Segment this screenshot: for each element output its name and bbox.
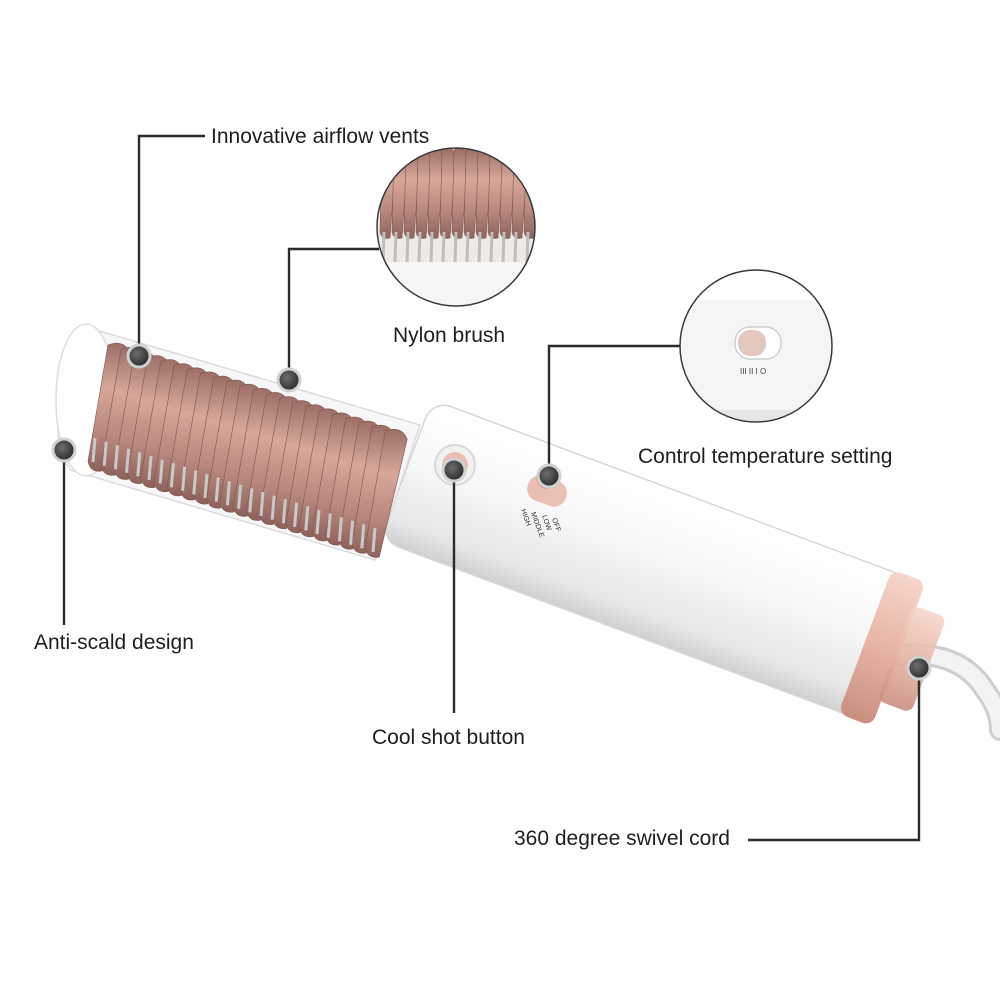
callout-swivel-cord: 360 degree swivel cord	[514, 827, 730, 850]
dot-antiscald	[51, 437, 77, 463]
dot-cord	[906, 655, 932, 681]
zoom-switch-marks: III II I O	[740, 367, 766, 376]
brush-pin	[349, 520, 355, 545]
brush-pin	[192, 470, 198, 495]
brush-pin	[91, 437, 97, 463]
zoom-brush-pin	[477, 231, 482, 263]
zoom-brush-pin	[489, 231, 494, 263]
zoom-bristle-rib	[523, 148, 535, 239]
brush-pin	[113, 445, 119, 470]
bristle-rib	[364, 429, 408, 558]
brush-pin	[136, 452, 142, 477]
switch-label-off: OFF	[550, 517, 561, 533]
brush-pin	[181, 466, 187, 491]
zoom-nylon-brush	[376, 147, 536, 307]
dot-nylon	[276, 367, 302, 393]
brush-pin	[293, 502, 299, 527]
brush-pin	[125, 448, 131, 473]
callout-dots	[51, 343, 932, 681]
leader-cord	[748, 668, 921, 842]
leader-airflow	[137, 134, 205, 356]
brush-pin	[371, 527, 377, 553]
zoom-brush-pin	[405, 231, 410, 263]
brush-pin	[315, 509, 321, 535]
brush-pin	[248, 488, 254, 513]
zoom-brush-pin	[441, 231, 446, 263]
zoom-temperature-switch: III II I O	[679, 269, 833, 423]
leader-lines	[62, 134, 921, 842]
brush-pin	[326, 513, 332, 538]
dot-airflow	[126, 343, 152, 369]
brush-pin	[337, 517, 343, 542]
callout-temperature-control: Control temperature setting	[638, 445, 893, 468]
brush-pin	[259, 491, 265, 517]
leader-control	[547, 344, 680, 476]
zoom-brush-pin	[513, 231, 518, 263]
zoom-brush-pin	[429, 231, 434, 263]
brush-pin	[281, 499, 287, 524]
brush-pin	[304, 506, 310, 531]
dot-coolshot	[441, 457, 467, 483]
zoom-brush-pin	[465, 231, 470, 263]
zoom-brush-pin	[393, 231, 398, 263]
leader-nylon	[287, 247, 379, 380]
zoom-brush-pin	[525, 231, 530, 263]
brush-pin	[169, 463, 175, 488]
brush-pin	[102, 441, 108, 466]
brush-pin	[270, 495, 276, 520]
zoom-brush-pin	[453, 231, 458, 263]
nylon-brush-bristles	[87, 342, 408, 558]
zoom-brush-pin	[417, 231, 422, 263]
brush-pin	[147, 455, 153, 481]
brush-pin	[203, 473, 209, 499]
zoom-brush-pin	[501, 231, 506, 263]
brush-pin	[225, 481, 231, 506]
brush-pin	[237, 484, 243, 509]
callout-anti-scald: Anti-scald design	[34, 631, 194, 654]
brush-pin	[158, 459, 164, 484]
brush-head	[55, 323, 421, 561]
dot-control	[536, 463, 562, 489]
callout-nylon-brush: Nylon brush	[393, 324, 506, 347]
callout-cool-shot: Cool shot button	[372, 726, 525, 749]
brush-pin	[214, 477, 220, 502]
brush-pins	[91, 437, 377, 553]
brush-pin	[360, 524, 366, 549]
callout-airflow-vents: Innovative airflow vents	[211, 125, 430, 148]
